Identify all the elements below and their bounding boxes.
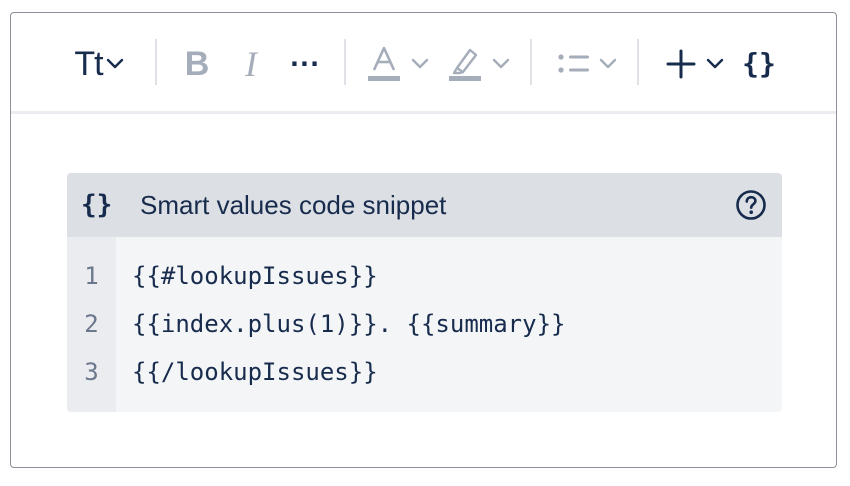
code-line[interactable]: {{index.plus(1)}}. {{summary}} <box>132 310 566 338</box>
code-line[interactable]: {{/lookupIssues}} <box>132 358 378 386</box>
text-style-label: Tt <box>74 45 103 83</box>
chevron-down-icon <box>599 58 617 69</box>
code-braces-icon: {} <box>81 190 113 220</box>
line-number: 2 <box>84 310 99 338</box>
code-line[interactable]: {{#lookupIssues}} <box>132 262 378 290</box>
more-formatting-button[interactable]: ··· <box>287 44 323 84</box>
bold-button[interactable]: B <box>181 44 213 84</box>
toolbar-divider <box>155 39 157 85</box>
chevron-down-icon <box>106 58 123 69</box>
editor-toolbar: Tt B I ··· <box>11 13 836 114</box>
rich-text-editor: Tt B I ··· <box>10 12 837 468</box>
insert-dropdown[interactable] <box>661 44 727 84</box>
italic-icon: I <box>245 44 257 84</box>
line-number: 1 <box>84 262 99 290</box>
bold-icon: B <box>184 45 210 83</box>
code-button[interactable]: {} <box>739 44 779 84</box>
highlighter-icon <box>449 48 481 81</box>
chevron-down-icon <box>411 58 429 69</box>
highlight-dropdown[interactable] <box>446 44 512 84</box>
text-color-dropdown[interactable] <box>365 44 431 84</box>
toolbar-divider <box>530 39 532 85</box>
chevron-down-icon <box>706 58 723 69</box>
code-snippet-block[interactable]: {} Smart values code snippet 1 2 3 {{#lo… <box>67 173 782 412</box>
text-style-dropdown[interactable]: Tt <box>66 44 132 84</box>
code-braces-icon: {} <box>742 47 776 80</box>
plus-icon <box>666 49 695 79</box>
more-icon: ··· <box>289 50 321 78</box>
help-icon[interactable] <box>735 189 767 221</box>
snippet-title: Smart values code snippet <box>140 190 447 220</box>
toolbar-divider <box>344 39 346 85</box>
italic-button[interactable]: I <box>236 44 266 84</box>
line-number: 3 <box>84 358 99 386</box>
list-dropdown[interactable] <box>554 44 620 84</box>
snippet-header: {} Smart values code snippet <box>67 173 782 237</box>
chevron-down-icon <box>492 58 510 69</box>
bullet-list-icon <box>558 54 589 73</box>
line-number-gutter: 1 2 3 <box>67 237 116 412</box>
text-color-icon <box>368 46 400 81</box>
toolbar-divider <box>637 39 639 85</box>
